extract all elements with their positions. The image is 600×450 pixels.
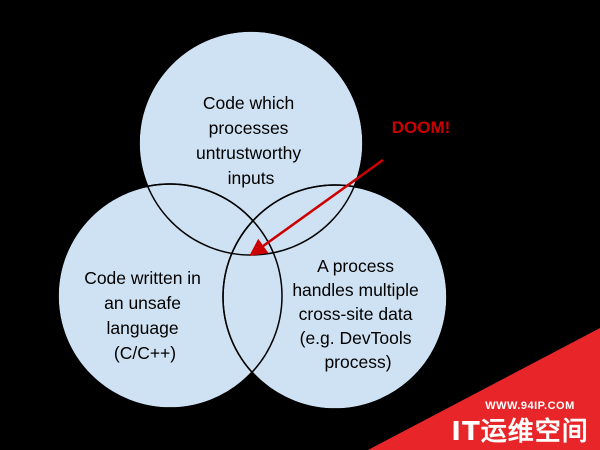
left-circle-label-line: language xyxy=(107,318,179,338)
right-circle-label: A process handles multiple cross-site da… xyxy=(292,256,423,372)
top-circle-label-line: Code which xyxy=(203,93,294,113)
right-circle-label-line: process) xyxy=(324,352,391,372)
right-circle-label-line: handles multiple xyxy=(292,280,418,300)
left-circle-outline xyxy=(57,183,283,409)
right-circle-label-line: A process xyxy=(317,256,394,276)
watermark-brand: IT运维空间 xyxy=(451,416,588,447)
watermark-url: WWW.94IP.COM xyxy=(485,400,575,412)
circle-fills xyxy=(57,30,448,410)
right-circle-label-line: (e.g. DevTools xyxy=(300,328,412,348)
top-circle-label-line: inputs xyxy=(228,168,275,188)
doom-arrow xyxy=(249,158,384,257)
right-circle-outline xyxy=(222,184,448,410)
doom-callout-label: DOOM! xyxy=(392,118,451,137)
top-circle-label: Code which processes untrustworthy input… xyxy=(196,93,306,188)
watermark: WWW.94IP.COM IT运维空间 xyxy=(368,328,600,450)
top-circle-label-line: untrustworthy xyxy=(196,143,301,163)
left-circle-label-line: an unsafe xyxy=(104,293,181,313)
right-circle-label-line: cross-site data xyxy=(299,304,413,324)
watermark-triangle xyxy=(368,328,600,450)
left-circle-label-line: (C/C++) xyxy=(114,343,176,363)
top-circle-label-line: processes xyxy=(209,118,289,138)
left-circle-label: Code written in an unsafe language (C/C+… xyxy=(84,268,206,363)
left-circle-label-line: Code written in xyxy=(84,268,201,288)
